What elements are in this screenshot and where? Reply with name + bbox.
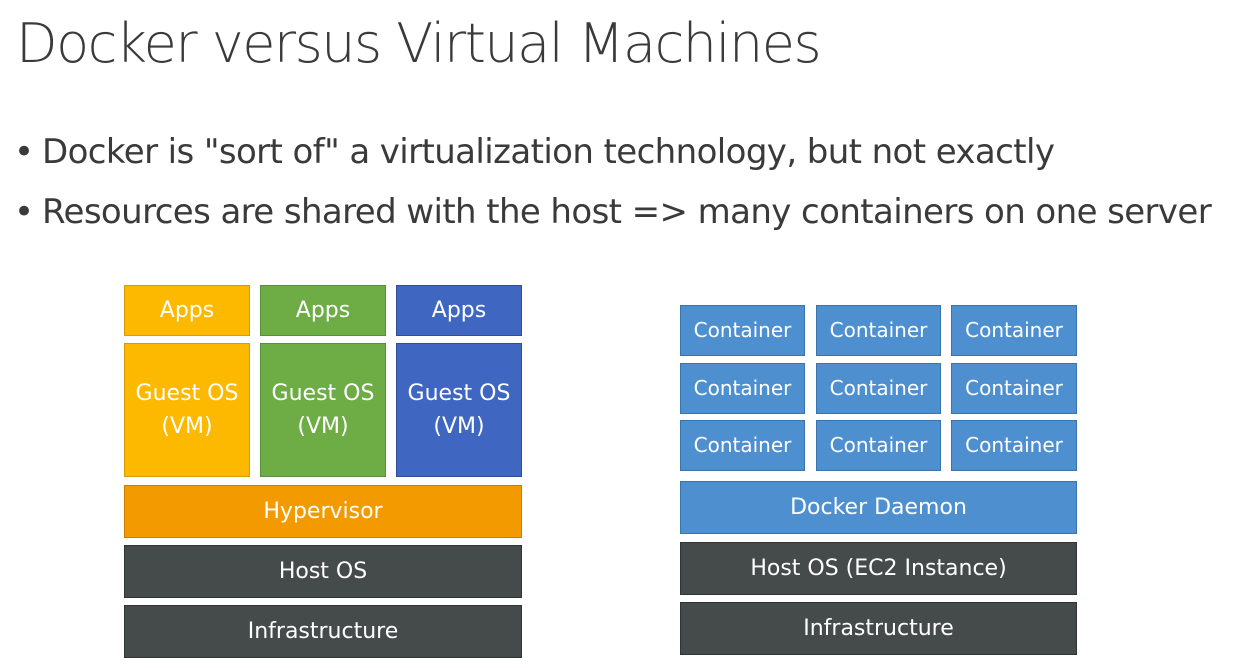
vm3-guest-os-box: Guest OS (VM) [396, 343, 522, 477]
bullet-item: • Docker is "sort of" a virtualization t… [14, 126, 1211, 186]
container-label: Container [693, 433, 792, 457]
bullet-list: • Docker is "sort of" a virtualization t… [14, 126, 1212, 246]
bullet-dot-icon: • [14, 132, 34, 172]
container-box: Container [680, 420, 805, 471]
vm3-guest-os-label: Guest OS (VM) [407, 381, 511, 439]
vm3-apps-label: Apps [431, 298, 487, 323]
container-label: Container [829, 433, 928, 457]
vm-infrastructure-box: Infrastructure [124, 605, 522, 658]
vm2-guest-os-box: Guest OS (VM) [260, 343, 386, 477]
container-box: Container [816, 305, 941, 356]
docker-infrastructure-label: Infrastructure [803, 616, 954, 641]
container-box: Container [680, 305, 805, 356]
hypervisor-label: Hypervisor [263, 499, 383, 524]
vm-host-os-box: Host OS [124, 545, 522, 598]
container-label: Container [693, 318, 792, 342]
docker-host-os-label: Host OS (EC2 Instance) [750, 556, 1007, 581]
vm-infrastructure-label: Infrastructure [247, 619, 399, 644]
docker-infrastructure-box: Infrastructure [680, 602, 1077, 655]
container-box: Container [816, 363, 941, 414]
vm1-apps-label: Apps [159, 298, 215, 323]
container-box: Container [951, 305, 1077, 356]
vm-host-os-label: Host OS [278, 559, 368, 584]
container-label: Container [829, 376, 928, 400]
docker-host-os-box: Host OS (EC2 Instance) [680, 542, 1077, 595]
docker-daemon-label: Docker Daemon [790, 495, 967, 520]
container-label: Container [965, 318, 1063, 342]
vm2-guest-os-label: Guest OS (VM) [271, 381, 375, 439]
hypervisor-box: Hypervisor [124, 485, 522, 538]
vm3-apps-box: Apps [396, 285, 522, 336]
container-label: Container [965, 433, 1063, 457]
container-box: Container [680, 363, 805, 414]
vm1-guest-os-label: Guest OS (VM) [135, 381, 239, 439]
container-label: Container [965, 376, 1063, 400]
vm2-apps-label: Apps [295, 298, 351, 323]
bullet-item: • Resources are shared with the host => … [14, 186, 1212, 246]
container-box: Container [951, 363, 1077, 414]
vm1-guest-os-box: Guest OS (VM) [124, 343, 250, 477]
container-box: Container [951, 420, 1077, 471]
container-box: Container [816, 420, 941, 471]
vm1-apps-box: Apps [124, 285, 250, 336]
vm2-apps-box: Apps [260, 285, 386, 336]
docker-daemon-box: Docker Daemon [680, 481, 1077, 534]
container-label: Container [829, 318, 928, 342]
bullet-text: Resources are shared with the host => ma… [42, 192, 1212, 232]
container-label: Container [693, 376, 792, 400]
slide-title: Docker versus Virtual Machines [16, 12, 822, 75]
bullet-dot-icon: • [14, 192, 34, 232]
bullet-text: Docker is "sort of" a virtualization tec… [42, 132, 1055, 172]
